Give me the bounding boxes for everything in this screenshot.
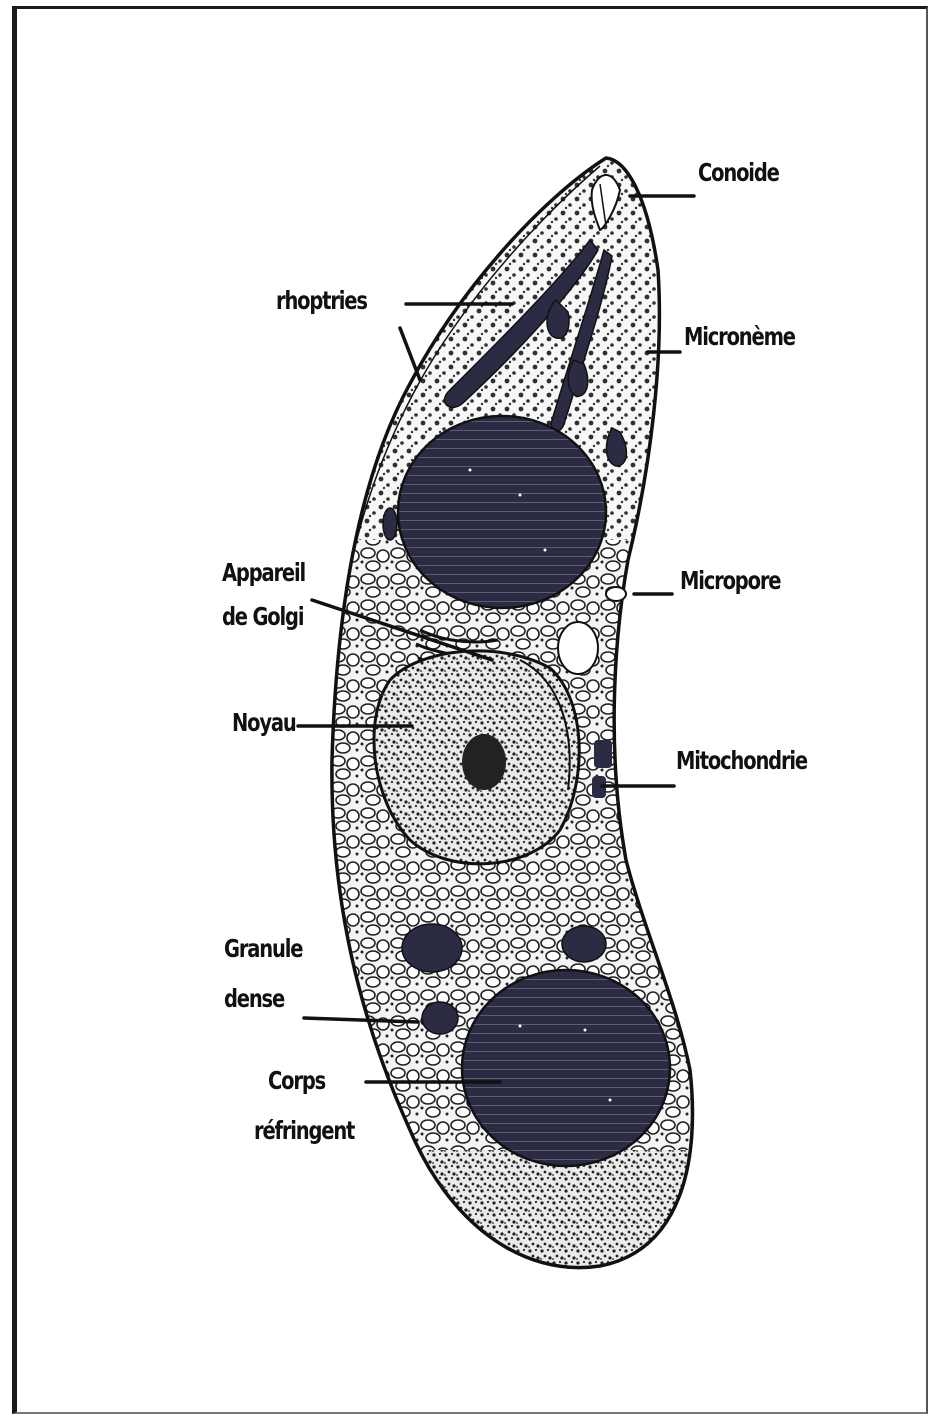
label-corps: Corps — [268, 1066, 325, 1096]
anterior-dense-body — [398, 416, 606, 608]
label-rhoptries: rhoptries — [276, 286, 367, 316]
label-mitochondrie: Mitochondrie — [676, 746, 807, 776]
nucleus — [374, 651, 579, 864]
leader-rhoptries-2 — [400, 328, 420, 380]
label-de-golgi: de Golgi — [222, 602, 303, 632]
refractile-body — [462, 970, 670, 1166]
label-noyau: Noyau — [232, 708, 296, 738]
label-refringent: réfringent — [254, 1116, 354, 1146]
label-micropore: Micropore — [680, 566, 780, 596]
label-conoide: Conoide — [698, 158, 779, 188]
label-granule: Granule — [224, 934, 302, 964]
label-appareil: Appareil — [222, 558, 305, 588]
label-microneme: Micronème — [684, 322, 795, 352]
label-dense: dense — [224, 984, 284, 1014]
